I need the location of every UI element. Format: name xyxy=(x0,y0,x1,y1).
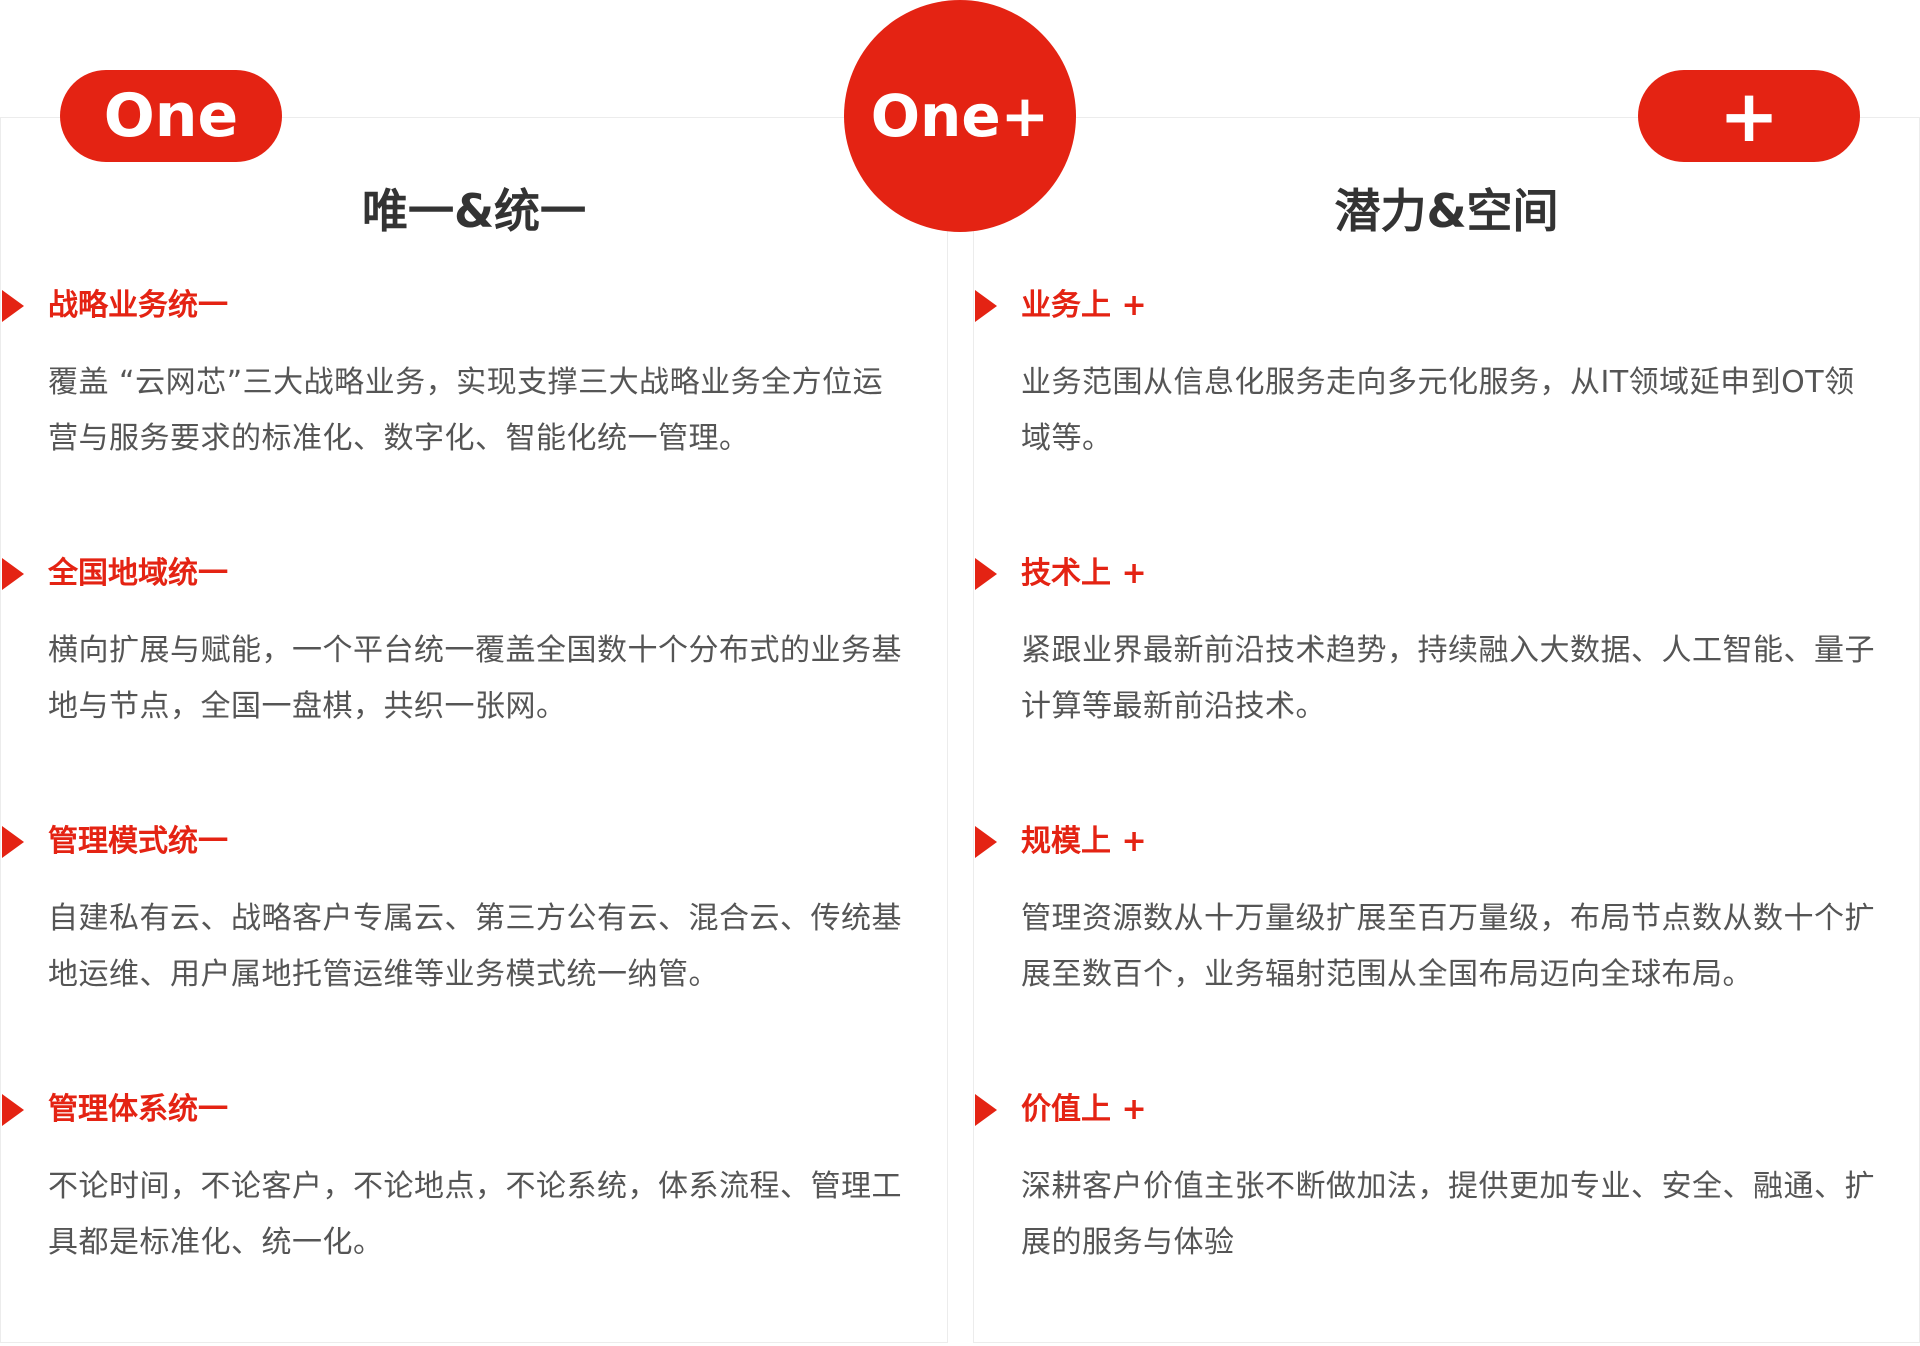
item-description: 覆盖 “云网芯”三大战略业务，实现支撑三大战略业务全方位运营与服务要求的标准化、… xyxy=(48,365,884,456)
arrow-icon xyxy=(975,290,997,322)
item-heading: 价值上 + xyxy=(1021,1092,1147,1127)
right-panel xyxy=(973,117,1920,1343)
item-heading: 业务上 + xyxy=(1021,288,1147,323)
arrow-icon xyxy=(975,826,997,858)
arrow-icon xyxy=(975,558,997,590)
plus-badge: + xyxy=(1638,70,1860,162)
item-description: 业务范围从信息化服务走向多元化服务，从IT领域延申到OT领域等。 xyxy=(1021,365,1855,456)
right-column-title: 潜力&空间 xyxy=(1334,184,1559,238)
one-badge: One xyxy=(60,70,282,162)
item-description: 横向扩展与赋能，一个平台统一覆盖全国数十个分布式的业务基地与节点，全国一盘棋，共… xyxy=(48,633,902,724)
one-plus-badge: One+ xyxy=(844,0,1076,232)
item-heading: 全国地域统一 xyxy=(48,556,228,591)
left-column-title: 唯一&统一 xyxy=(361,184,587,238)
arrow-icon xyxy=(2,826,24,858)
item-description: 不论时间，不论客户，不论地点，不论系统，体系流程、管理工具都是标准化、统一化。 xyxy=(48,1169,902,1260)
item-heading: 管理体系统一 xyxy=(48,1092,228,1127)
item-description: 管理资源数从十万量级扩展至百万量级，布局节点数从数十个扩展至数百个，业务辐射范围… xyxy=(1021,901,1875,992)
item-description: 紧跟业界最新前沿技术趋势，持续融入大数据、人工智能、量子计算等最新前沿技术。 xyxy=(1021,633,1875,724)
item-heading: 战略业务统一 xyxy=(48,288,228,323)
item-description: 深耕客户价值主张不断做加法，提供更加专业、安全、融通、扩展的服务与体验 xyxy=(1021,1169,1875,1260)
left-panel xyxy=(0,117,948,1343)
arrow-icon xyxy=(2,290,24,322)
arrow-icon xyxy=(2,558,24,590)
item-heading: 技术上 + xyxy=(1021,556,1147,591)
item-heading: 管理模式统一 xyxy=(48,824,228,859)
arrow-icon xyxy=(2,1094,24,1126)
item-description: 自建私有云、战略客户专属云、第三方公有云、混合云、传统基地运维、用户属地托管运维… xyxy=(48,901,902,992)
item-heading: 规模上 + xyxy=(1021,824,1147,859)
arrow-icon xyxy=(975,1094,997,1126)
